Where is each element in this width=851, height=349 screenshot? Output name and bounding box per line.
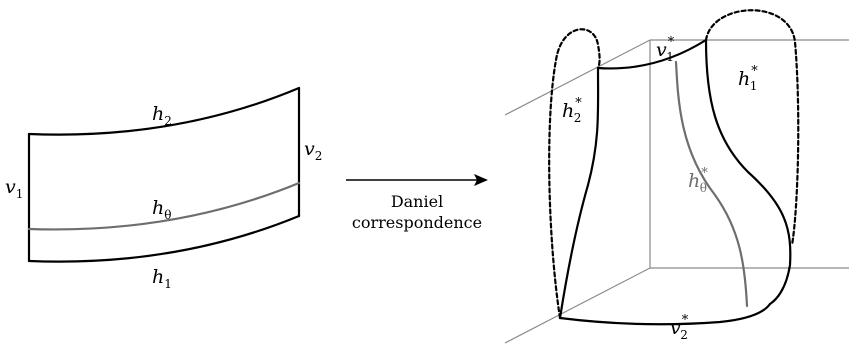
coordinate-axes (504, 39, 849, 344)
dashed-loop-left (548, 28, 601, 320)
arrow-caption-line2: correspondence (352, 213, 482, 232)
label-h2: h2 (152, 103, 172, 128)
label-htheta-star: h*θ (688, 166, 708, 195)
top-curve-v1-star (596, 38, 708, 70)
right-surface (548, 9, 800, 326)
axis-diagonal-top (504, 39, 651, 116)
curve-h1-star (704, 38, 792, 306)
left-surface (27, 86, 301, 263)
dashed-loop-right (704, 9, 800, 247)
label-h1-star: h*1 (738, 64, 758, 93)
label-v1: v1 (5, 176, 23, 201)
bottom-curve-v2-star (558, 302, 772, 326)
label-h1: h1 (152, 266, 172, 291)
top-curve-h2 (27, 86, 301, 136)
middle-curve-htheta (27, 181, 301, 231)
label-htheta: hθ (152, 197, 171, 222)
curve-htheta-star (674, 60, 749, 308)
label-v1-star: v*1 (656, 35, 675, 64)
bottom-curve-h1 (27, 214, 301, 263)
label-v2: v2 (304, 138, 322, 163)
label-h2-star: h*2 (562, 96, 582, 125)
arrow-caption-line1: Daniel (391, 192, 443, 211)
axis-diagonal-bottom (504, 267, 651, 344)
label-v2-star: v*2 (670, 313, 689, 342)
curve-h2-star (558, 66, 600, 320)
correspondence-arrow (346, 174, 488, 186)
